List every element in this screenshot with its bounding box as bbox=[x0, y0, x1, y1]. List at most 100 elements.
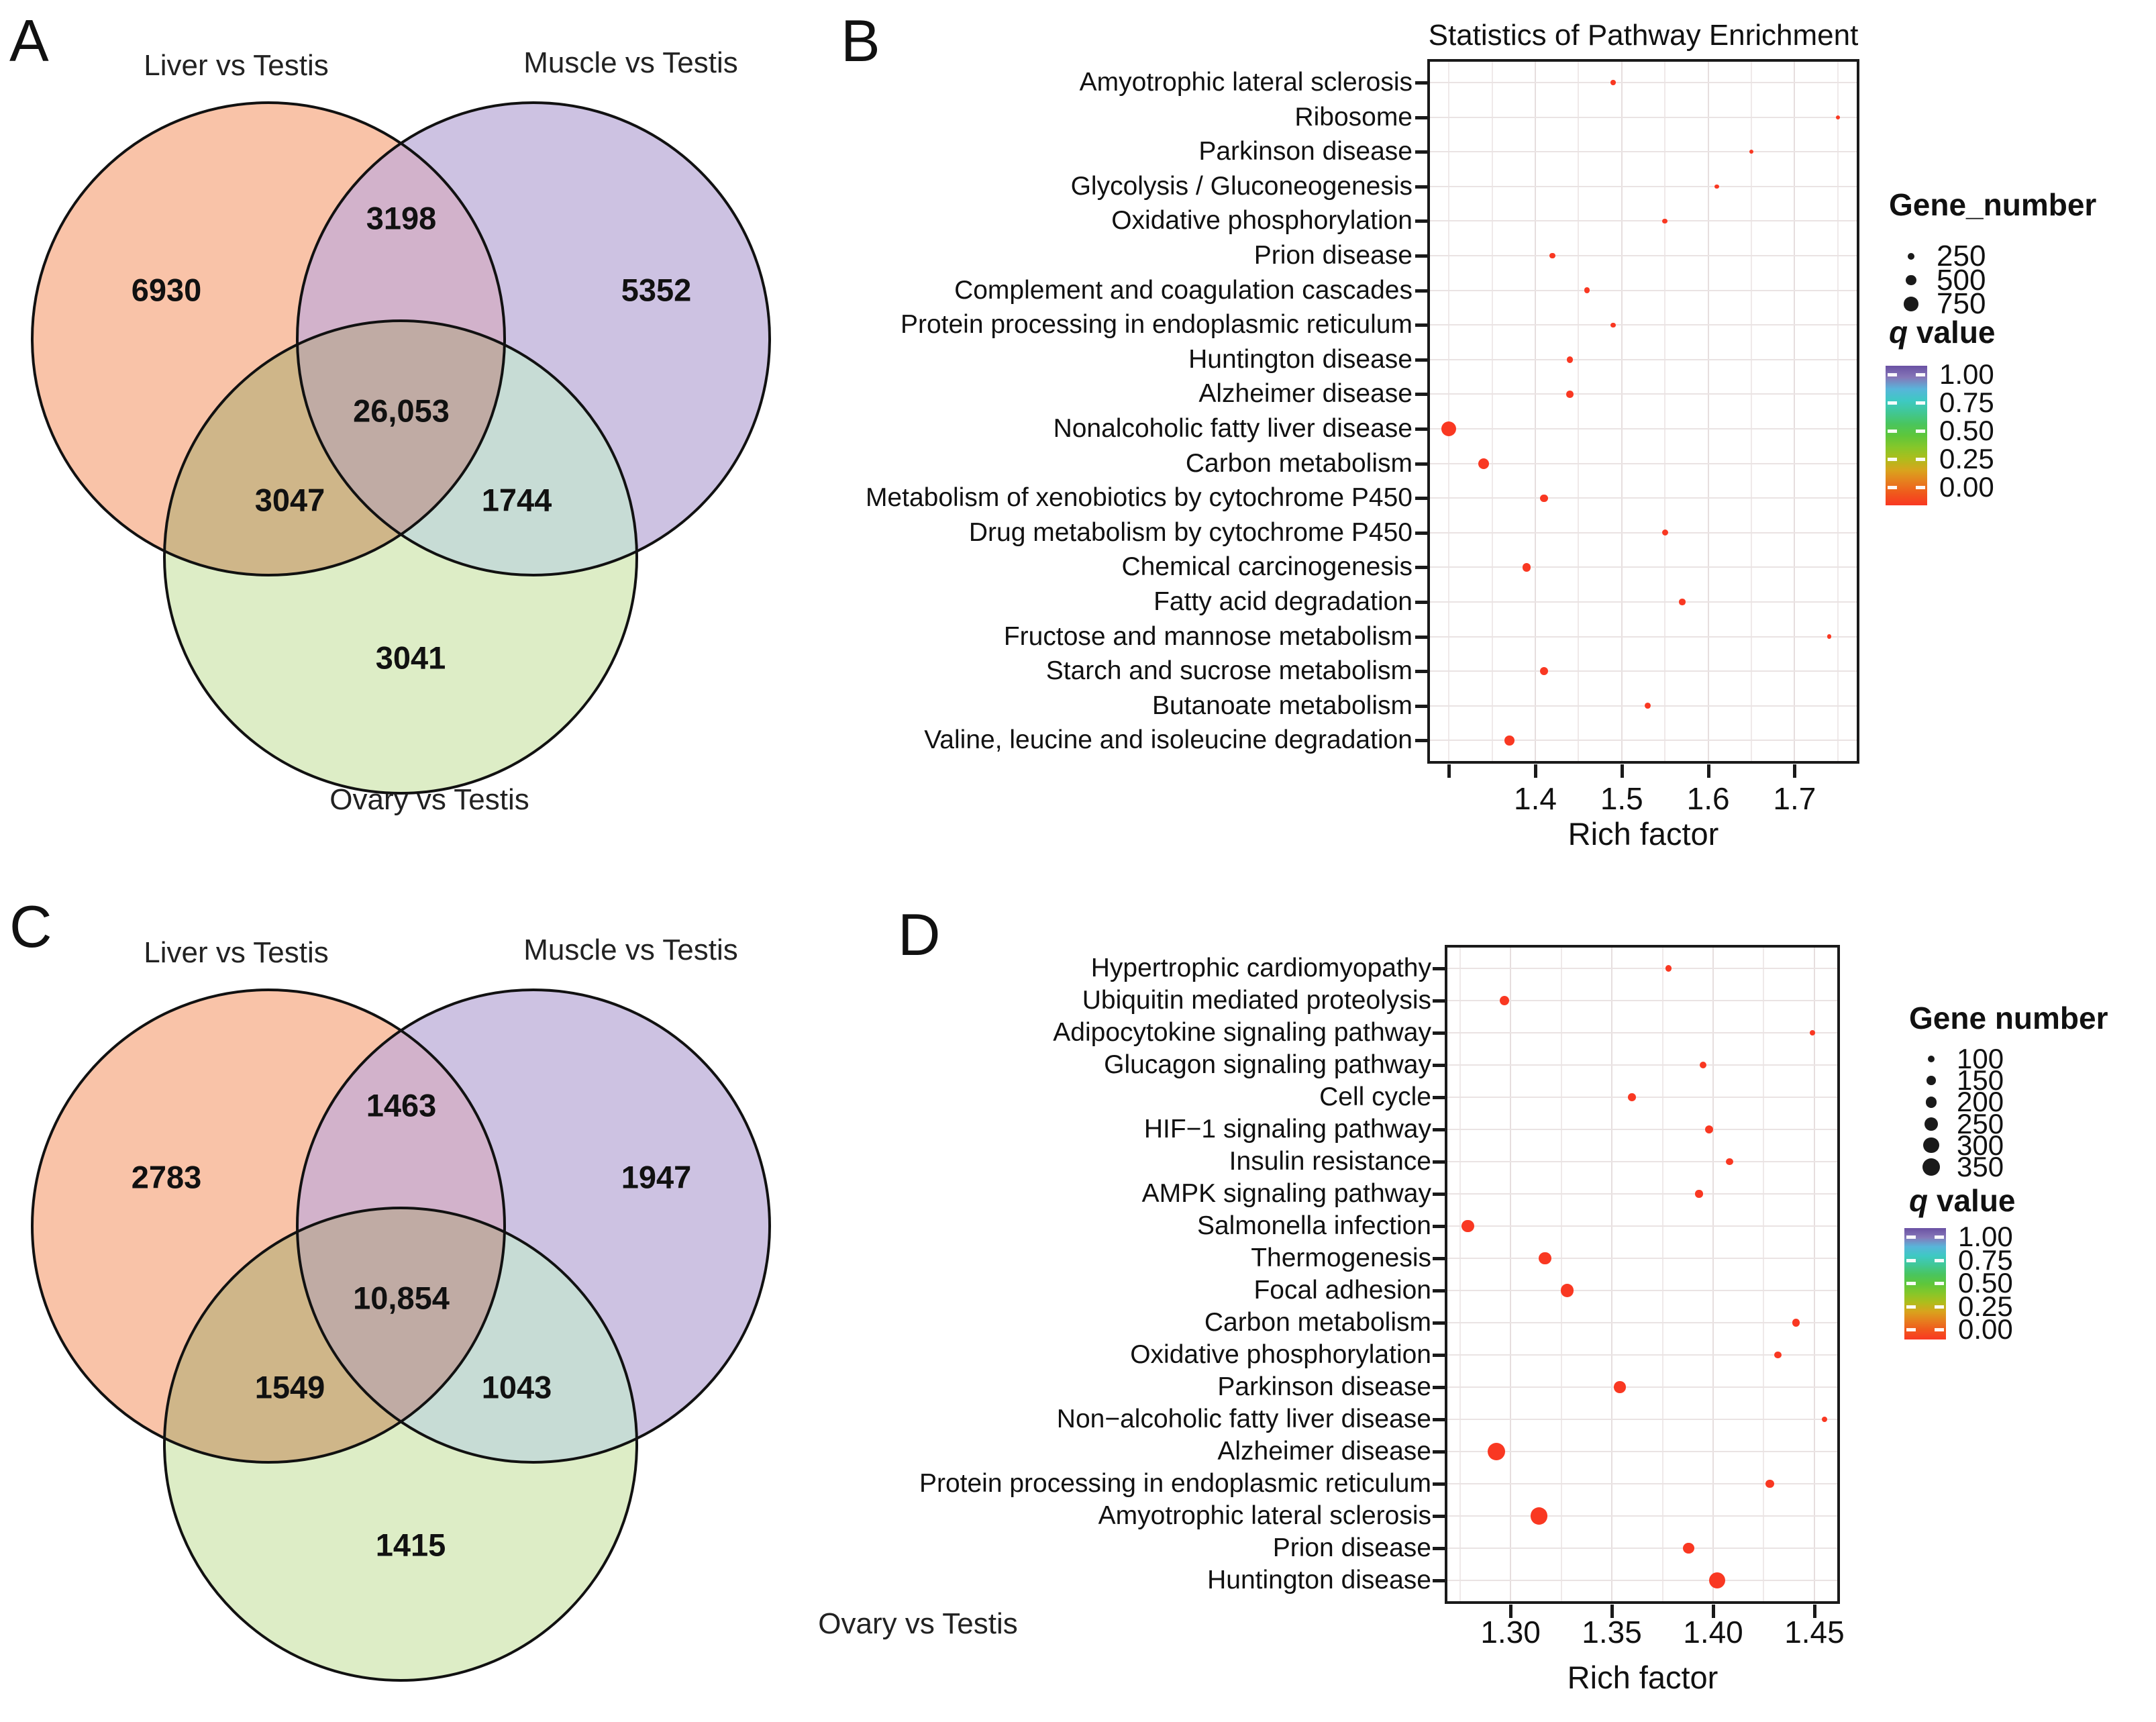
x-tick-label: 1.40 bbox=[1683, 1615, 1743, 1650]
chart-d-y-axis-tick bbox=[1433, 1257, 1445, 1260]
venn-a-label-liver: Liver vs Testis bbox=[144, 49, 329, 82]
pathway-label: Glucagon signaling pathway bbox=[1104, 1050, 1431, 1079]
legend-d-q-tick-label: 0.00 bbox=[1958, 1313, 2013, 1345]
chart-d-y-axis-tick bbox=[1433, 1418, 1445, 1421]
bubble-dot bbox=[1792, 1319, 1800, 1327]
chart-d-row-gridline bbox=[1447, 1386, 1837, 1388]
chart-d-y-axis-tick bbox=[1433, 1547, 1445, 1550]
legend-b-q-tick-dash bbox=[1888, 373, 1897, 376]
legend-b-q-tick-dash bbox=[1888, 429, 1897, 433]
pathway-label: Huntington disease bbox=[1188, 344, 1413, 374]
chart-b-y-axis-tick bbox=[1415, 254, 1427, 258]
chart-d-y-axis-tick bbox=[1433, 1289, 1445, 1293]
bubble-dot bbox=[1714, 184, 1719, 189]
legend-d-size-label: 250 bbox=[1957, 1107, 2004, 1139]
chart-b-row-gridline bbox=[1430, 670, 1857, 672]
chart-d-x-axis-tick bbox=[1812, 1605, 1816, 1618]
bubble-dot bbox=[1610, 80, 1616, 85]
bubble-dot bbox=[1566, 356, 1574, 363]
bubble-dot bbox=[1835, 115, 1840, 119]
chart-b-row-gridline bbox=[1430, 428, 1857, 429]
chart-d-row-gridline bbox=[1447, 1129, 1837, 1130]
chart-d-row-gridline bbox=[1447, 1322, 1837, 1323]
bubble-dot bbox=[1683, 1542, 1695, 1554]
x-tick-label: 1.7 bbox=[1773, 781, 1816, 816]
bubble-dot bbox=[1610, 322, 1616, 327]
chart-b-minor-gridline bbox=[1751, 62, 1752, 761]
chart-b-y-axis-tick bbox=[1415, 739, 1427, 743]
chart-b-minor-gridline bbox=[1448, 62, 1450, 761]
chart-b-y-axis-tick bbox=[1415, 566, 1427, 570]
chart-b-row-gridline bbox=[1430, 531, 1857, 534]
bubble-dot bbox=[1774, 1351, 1782, 1359]
legend-d-size-dot bbox=[1924, 1117, 1938, 1131]
chart-d-y-axis-tick bbox=[1433, 1128, 1445, 1131]
chart-d-y-axis-tick bbox=[1433, 967, 1445, 970]
venn-c-muscle-outline bbox=[296, 989, 771, 1464]
pathway-label: Starch and sucrose metabolism bbox=[1045, 656, 1413, 686]
chart-d-row-gridline bbox=[1447, 968, 1837, 969]
chart-b-row-gridline bbox=[1430, 393, 1857, 395]
chart-b-y-axis-tick bbox=[1415, 185, 1427, 189]
bubble-dot bbox=[1679, 599, 1686, 605]
venn-c-value-muscle-ovary: 1043 bbox=[481, 1369, 552, 1405]
legend-d-q-tick-label: 1.00 bbox=[1958, 1221, 2013, 1252]
chart-b-y-axis-tick bbox=[1415, 497, 1427, 501]
legend-d-size-title: Gene number bbox=[1909, 1001, 2108, 1035]
bubble-dot bbox=[1695, 1190, 1703, 1198]
x-tick-label: 1.4 bbox=[1514, 781, 1557, 816]
chart-b-y-axis-tick bbox=[1415, 289, 1427, 293]
legend-d-q-tick-dash bbox=[1906, 1305, 1916, 1309]
venn-a-value-liver-muscle: 3198 bbox=[366, 200, 437, 236]
chart-b-x-axis-tick bbox=[1534, 764, 1537, 778]
chart-b-minor-gridline bbox=[1664, 62, 1666, 761]
pathway-label: Prion disease bbox=[1253, 241, 1413, 270]
chart-d-y-axis-tick bbox=[1433, 1515, 1445, 1518]
chart-b-minor-gridline bbox=[1837, 62, 1839, 761]
chart-d-x-axis-tick bbox=[1610, 1605, 1614, 1618]
pathway-label: Protein processing in endoplasmic reticu… bbox=[919, 1469, 1431, 1498]
bubble-dot bbox=[1539, 1252, 1551, 1265]
chart-d-row-gridline bbox=[1447, 1548, 1837, 1549]
chart-d-y-axis-tick bbox=[1433, 1225, 1445, 1228]
pathway-label: Drug metabolism by cytochrome P450 bbox=[968, 517, 1413, 547]
chart-b-y-axis-tick bbox=[1415, 670, 1427, 674]
pathway-label: Chemical carcinogenesis bbox=[1121, 552, 1413, 582]
chart-d-y-axis-tick bbox=[1433, 999, 1445, 1003]
legend-b-q-tick-dash bbox=[1916, 458, 1925, 461]
legend-b-q-tick-dash bbox=[1916, 373, 1925, 376]
chart-d-row-gridline bbox=[1447, 1290, 1837, 1291]
legend-b-q-tick-label: 0.50 bbox=[1939, 415, 1994, 446]
legend-d-q-tick-dash bbox=[1935, 1258, 1944, 1262]
chart-d-plot-area bbox=[1445, 945, 1840, 1604]
legend-b-size-label: 250 bbox=[1937, 240, 1986, 272]
legend-b-q-tick-label: 0.75 bbox=[1939, 387, 1994, 418]
panel-letter-a: A bbox=[9, 7, 49, 74]
legend-d-size-dot bbox=[1925, 1097, 1937, 1108]
chart-d-major-gridline bbox=[1813, 948, 1815, 1601]
legend-d-size-dot bbox=[1927, 1076, 1936, 1085]
legend-b-q-tick-dash bbox=[1888, 401, 1897, 405]
chart-b-row-gridline bbox=[1430, 601, 1857, 603]
chart-d-minor-gridline bbox=[1763, 948, 1765, 1601]
bubble-dot bbox=[1614, 1381, 1626, 1393]
chart-d-row-gridline bbox=[1447, 1419, 1837, 1420]
chart-b-x-axis-tick bbox=[1620, 764, 1624, 778]
chart-d-y-axis-tick bbox=[1433, 1482, 1445, 1486]
legend-d-size-dot bbox=[1923, 1137, 1939, 1154]
venn-c-value-liver-only: 2783 bbox=[131, 1159, 202, 1195]
chart-d-y-axis-tick bbox=[1433, 1031, 1445, 1035]
bubble-dot bbox=[1478, 458, 1489, 469]
venn-a-value-muscle-ovary: 1744 bbox=[481, 482, 552, 518]
chart-d-major-gridline bbox=[1712, 948, 1714, 1601]
bubble-dot bbox=[1821, 1416, 1828, 1423]
legend-d-qvalue-title: q value bbox=[1909, 1182, 2016, 1219]
legend-b-q-tick-dash bbox=[1916, 429, 1925, 433]
venn-diagram-c bbox=[31, 989, 771, 1682]
chart-b-major-gridline bbox=[1707, 62, 1709, 761]
chart-b-row-gridline bbox=[1430, 566, 1857, 568]
bubble-dot bbox=[1522, 563, 1531, 572]
panel-letter-d: D bbox=[898, 901, 941, 968]
pathway-label: Fatty acid degradation bbox=[1153, 587, 1413, 616]
chart-b-title: Statistics of Pathway Enrichment bbox=[1428, 19, 1859, 52]
